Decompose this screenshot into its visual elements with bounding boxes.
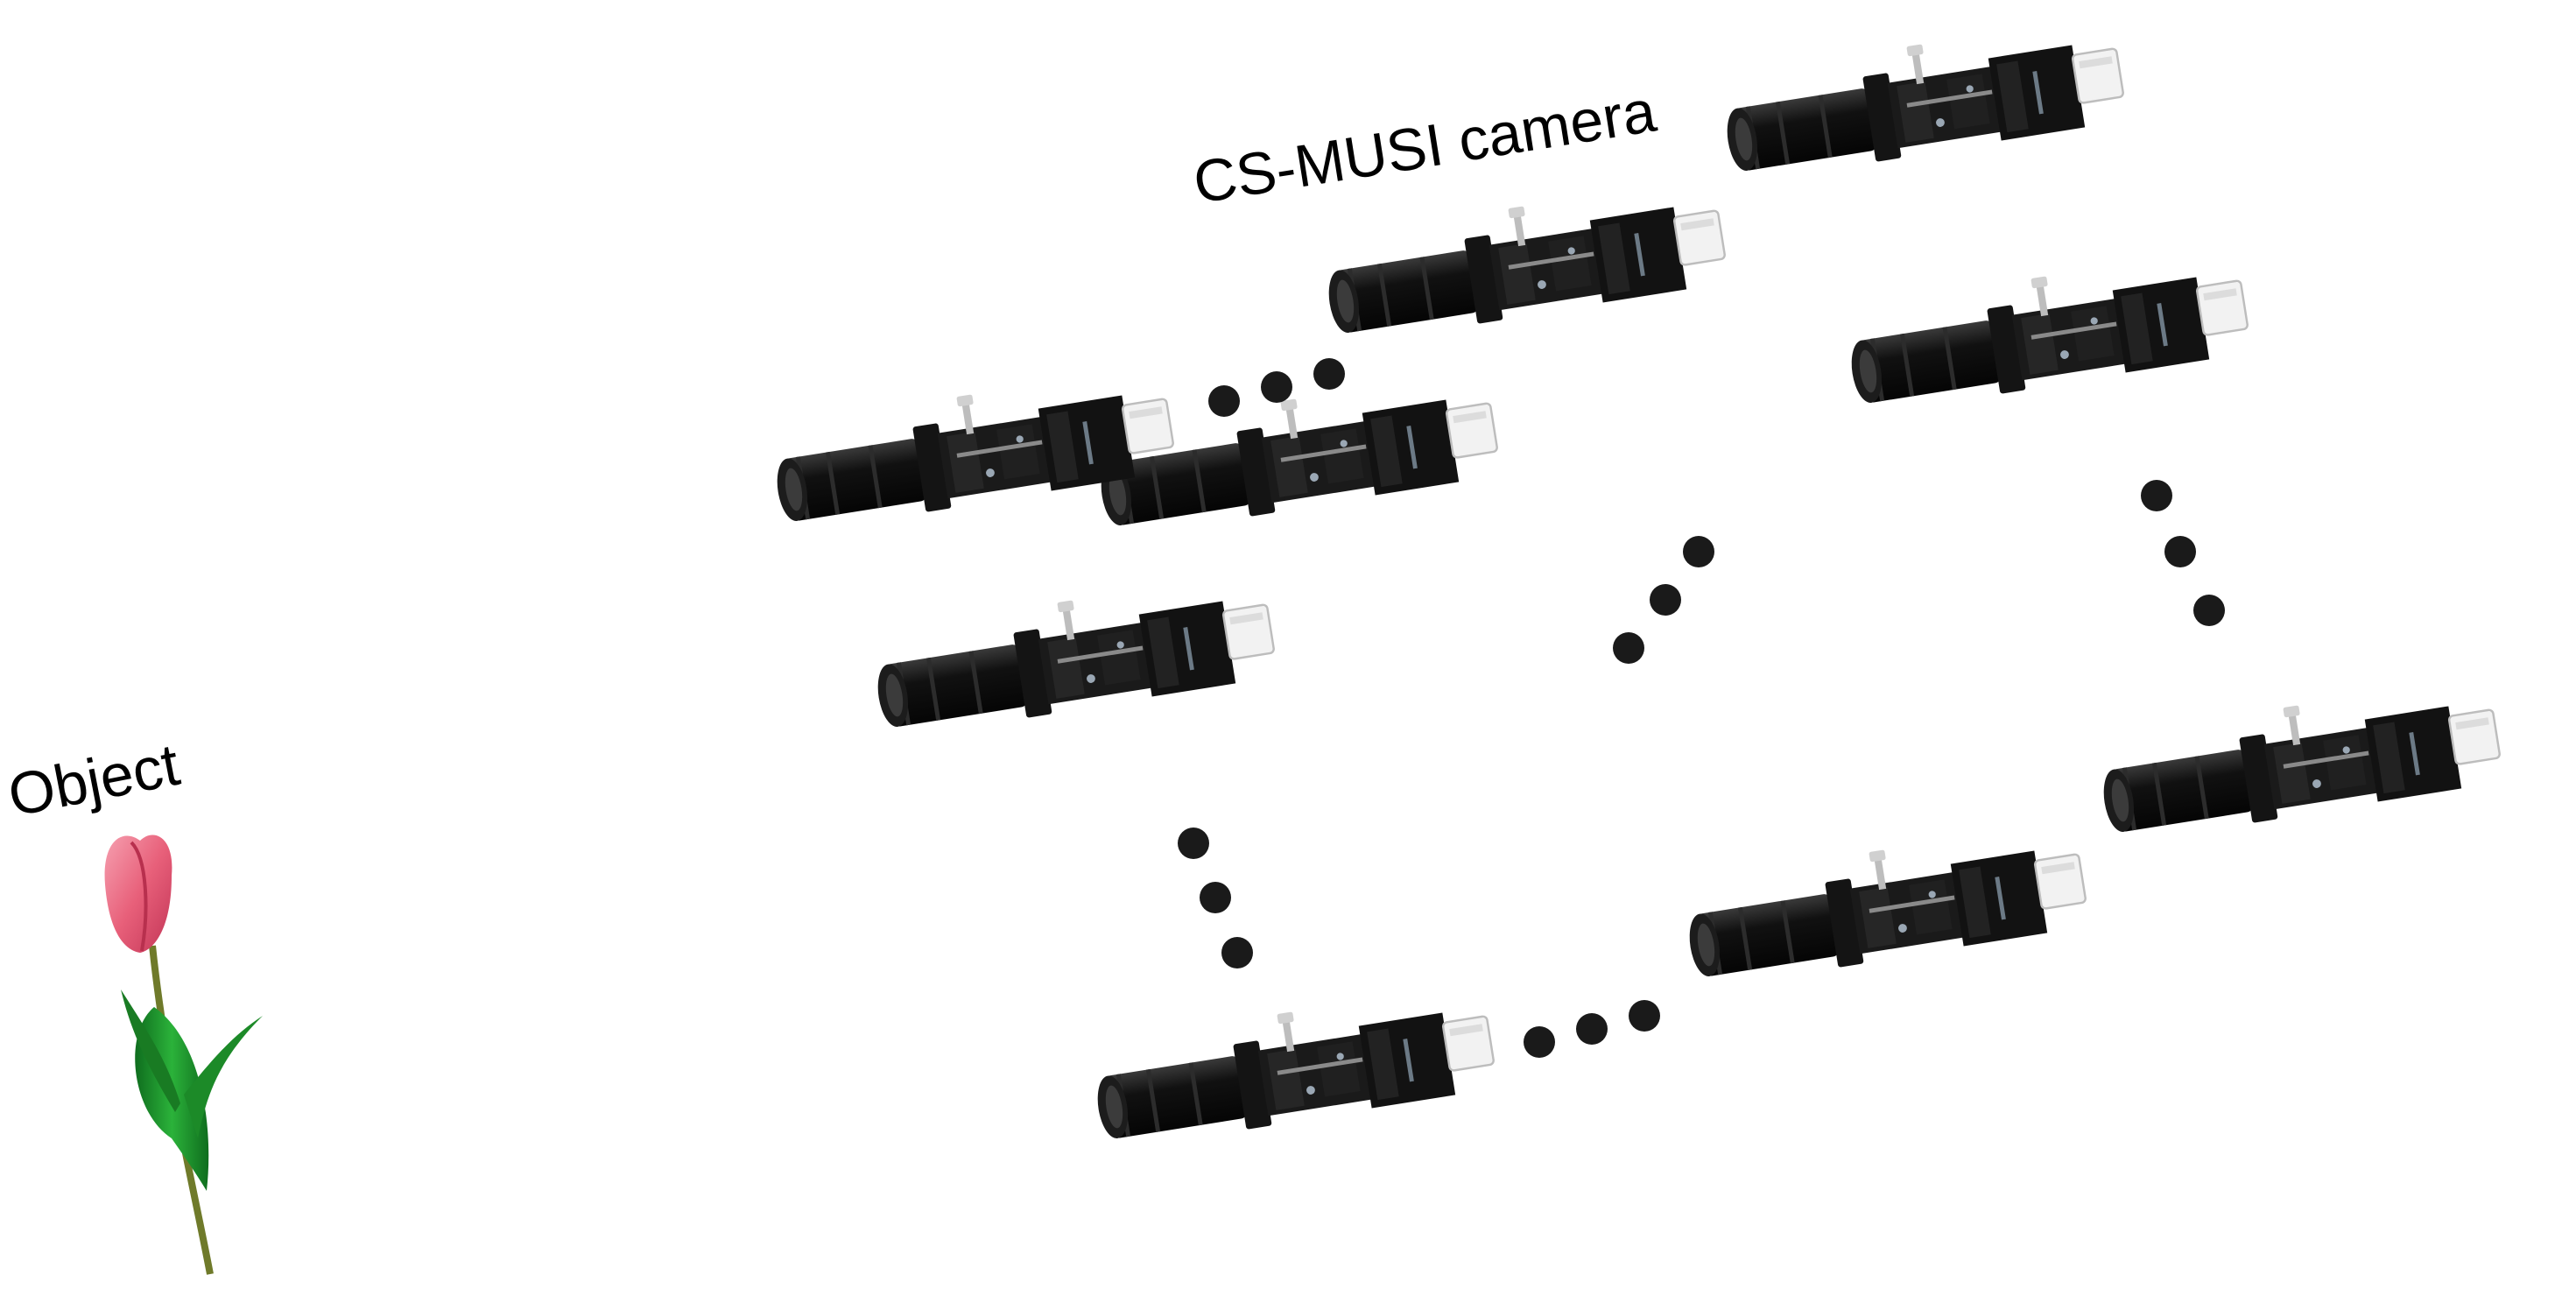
ellipsis-dot <box>1683 536 1714 567</box>
camera-icon <box>1716 12 2129 186</box>
camera-icon <box>2093 673 2506 847</box>
ellipsis-dot <box>1261 371 1292 403</box>
ellipsis-dot <box>1313 358 1345 390</box>
tulip-icon <box>104 835 263 1275</box>
ellipsis-dot <box>1208 385 1240 417</box>
camera-icon <box>1318 174 1731 348</box>
camera-icon <box>1087 980 1500 1153</box>
ellipsis-dots-icon <box>1178 358 2225 1058</box>
ellipsis-dot <box>2141 480 2172 511</box>
ellipsis-dot <box>1613 632 1644 664</box>
camera-icon <box>867 568 1280 742</box>
camera-array <box>766 12 2506 1153</box>
camera-icon <box>1679 818 2092 991</box>
ellipsis-dot <box>2164 536 2196 567</box>
ellipsis-dot <box>1524 1026 1555 1058</box>
camera-icon <box>1841 244 2254 418</box>
ellipsis-dot <box>2193 595 2225 626</box>
camera-icon <box>1090 367 1503 540</box>
ellipsis-dot <box>1178 828 1209 859</box>
ellipsis-dot <box>1200 882 1231 913</box>
ellipsis-dot <box>1576 1013 1608 1045</box>
ellipsis-dot <box>1221 937 1253 968</box>
ellipsis-dot <box>1629 1000 1660 1032</box>
ellipsis-dot <box>1650 584 1681 616</box>
